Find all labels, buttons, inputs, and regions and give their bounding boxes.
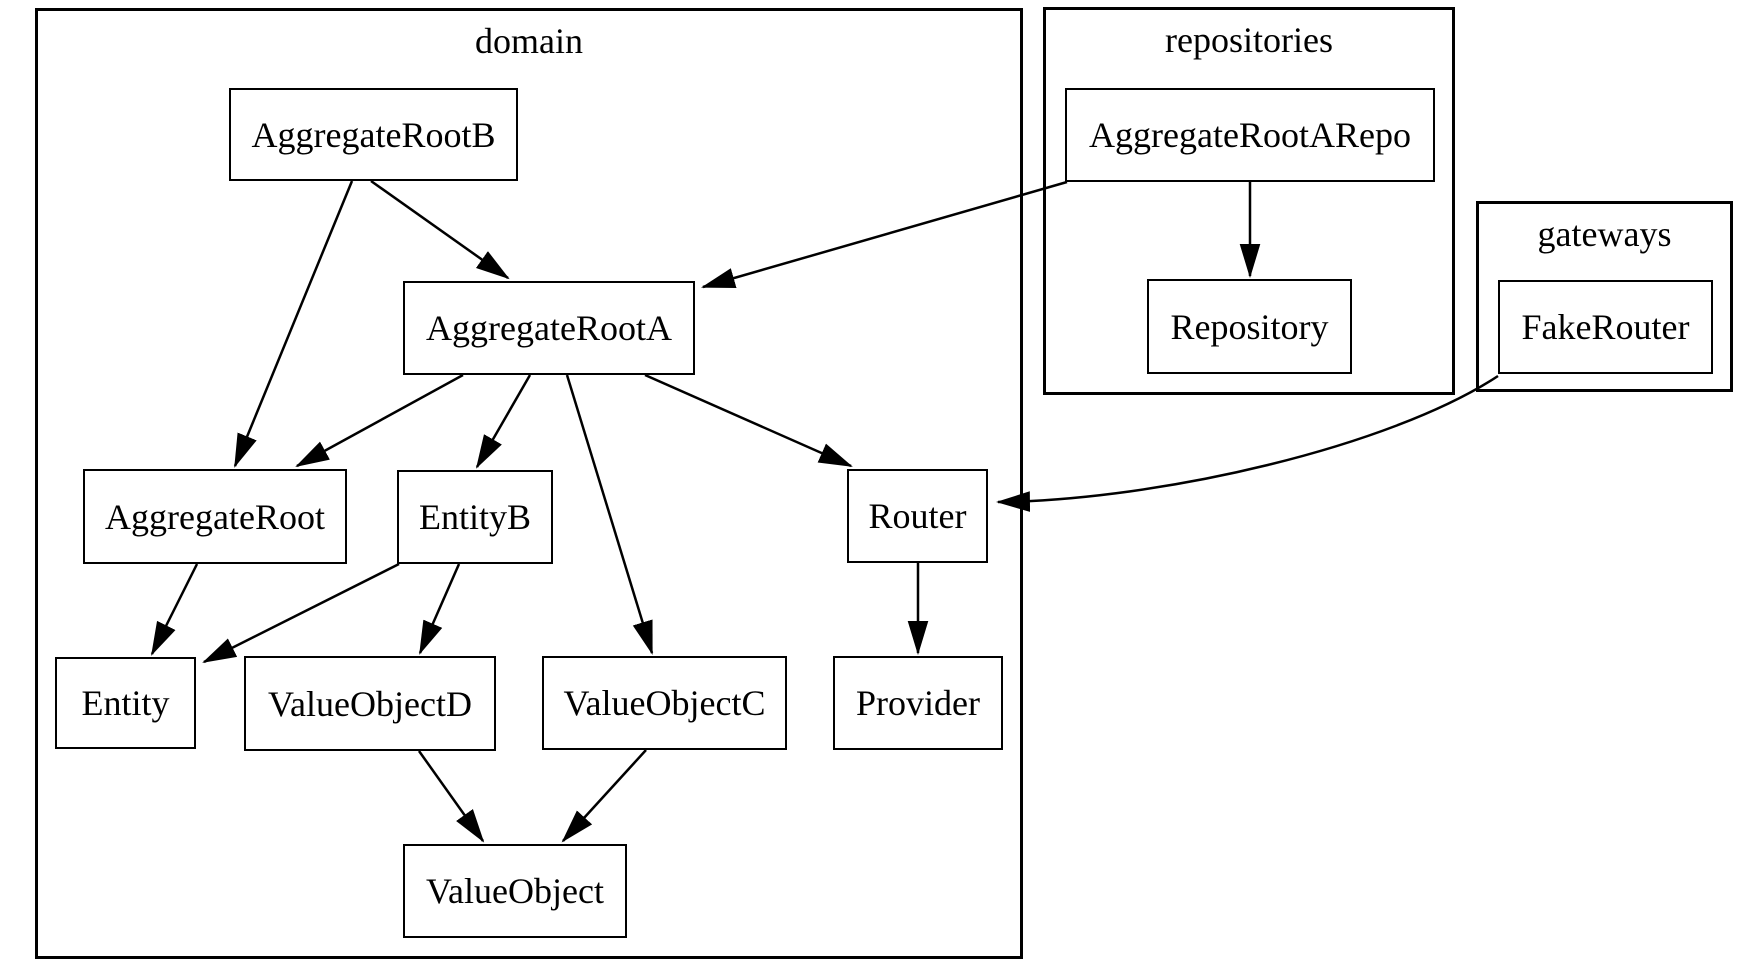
node-AggregateRootA: AggregateRootA bbox=[403, 281, 695, 375]
node-label-AggregateRootA: AggregateRootA bbox=[426, 308, 672, 348]
node-label-ValueObject: ValueObject bbox=[426, 871, 604, 911]
node-Router: Router bbox=[847, 469, 988, 563]
node-AggregateRootARepo: AggregateRootARepo bbox=[1065, 88, 1435, 182]
node-label-Entity: Entity bbox=[81, 683, 170, 723]
node-AggregateRoot: AggregateRoot bbox=[83, 469, 347, 564]
node-label-Repository: Repository bbox=[1170, 306, 1329, 347]
node-FakeRouter: FakeRouter bbox=[1498, 280, 1713, 374]
node-label-EntityB: EntityB bbox=[418, 497, 531, 537]
node-ValueObjectC: ValueObjectC bbox=[542, 656, 787, 750]
node-EntityB: EntityB bbox=[397, 470, 553, 564]
node-label-FakeRouter: FakeRouter bbox=[1521, 307, 1690, 347]
cluster-repositories: repositories bbox=[1043, 7, 1455, 395]
node-ValueObject: ValueObject bbox=[403, 844, 627, 938]
node-label-AggregateRoot: AggregateRoot bbox=[105, 496, 325, 537]
node-Provider: Provider bbox=[833, 656, 1003, 750]
node-label-ValueObjectC: ValueObjectC bbox=[563, 683, 766, 723]
node-ValueObjectD: ValueObjectD bbox=[244, 656, 496, 751]
node-label-AggregateRootARepo: AggregateRootARepo bbox=[1089, 115, 1411, 155]
node-Repository: Repository bbox=[1147, 279, 1352, 374]
cluster-label-domain: domain bbox=[475, 21, 583, 61]
cluster-domain: domain bbox=[35, 8, 1023, 959]
cluster-gateways: gateways bbox=[1476, 201, 1733, 392]
node-label-Provider: Provider bbox=[856, 683, 980, 723]
cluster-label-gateways: gateways bbox=[1537, 214, 1672, 254]
node-Entity: Entity bbox=[55, 657, 196, 749]
cluster-label-repositories: repositories bbox=[1165, 20, 1333, 60]
node-AggregateRootB: AggregateRootB bbox=[229, 88, 518, 181]
node-label-Router: Router bbox=[868, 496, 967, 536]
node-label-ValueObjectD: ValueObjectD bbox=[268, 683, 472, 724]
node-label-AggregateRootB: AggregateRootB bbox=[251, 114, 496, 155]
